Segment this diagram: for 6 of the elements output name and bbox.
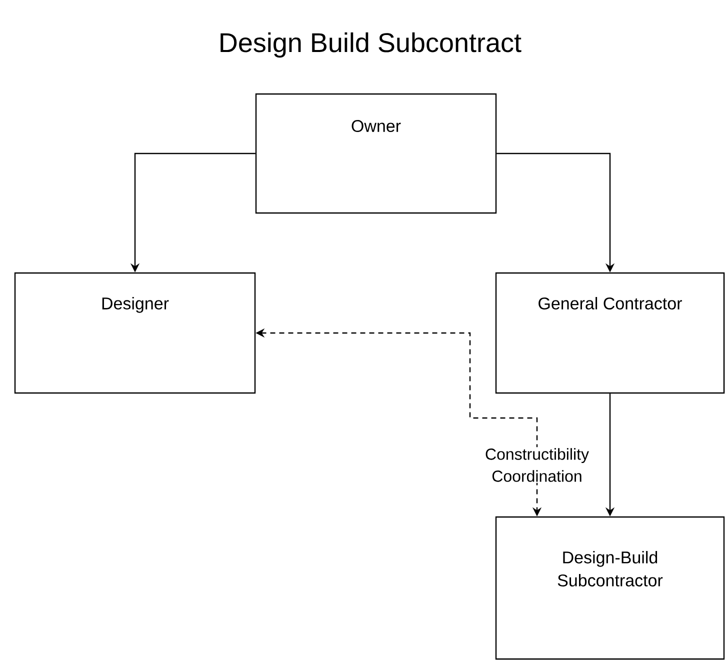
- box: Design-Build Subcontractor: [495, 516, 725, 660]
- box: Designer: [14, 272, 256, 394]
- title: Design Build Subcontract: [220, 32, 522, 58]
- edge-label: Constructibility Coordination: [472, 447, 602, 483]
- box: Owner: [255, 93, 497, 214]
- box: General Contractor: [495, 272, 725, 394]
